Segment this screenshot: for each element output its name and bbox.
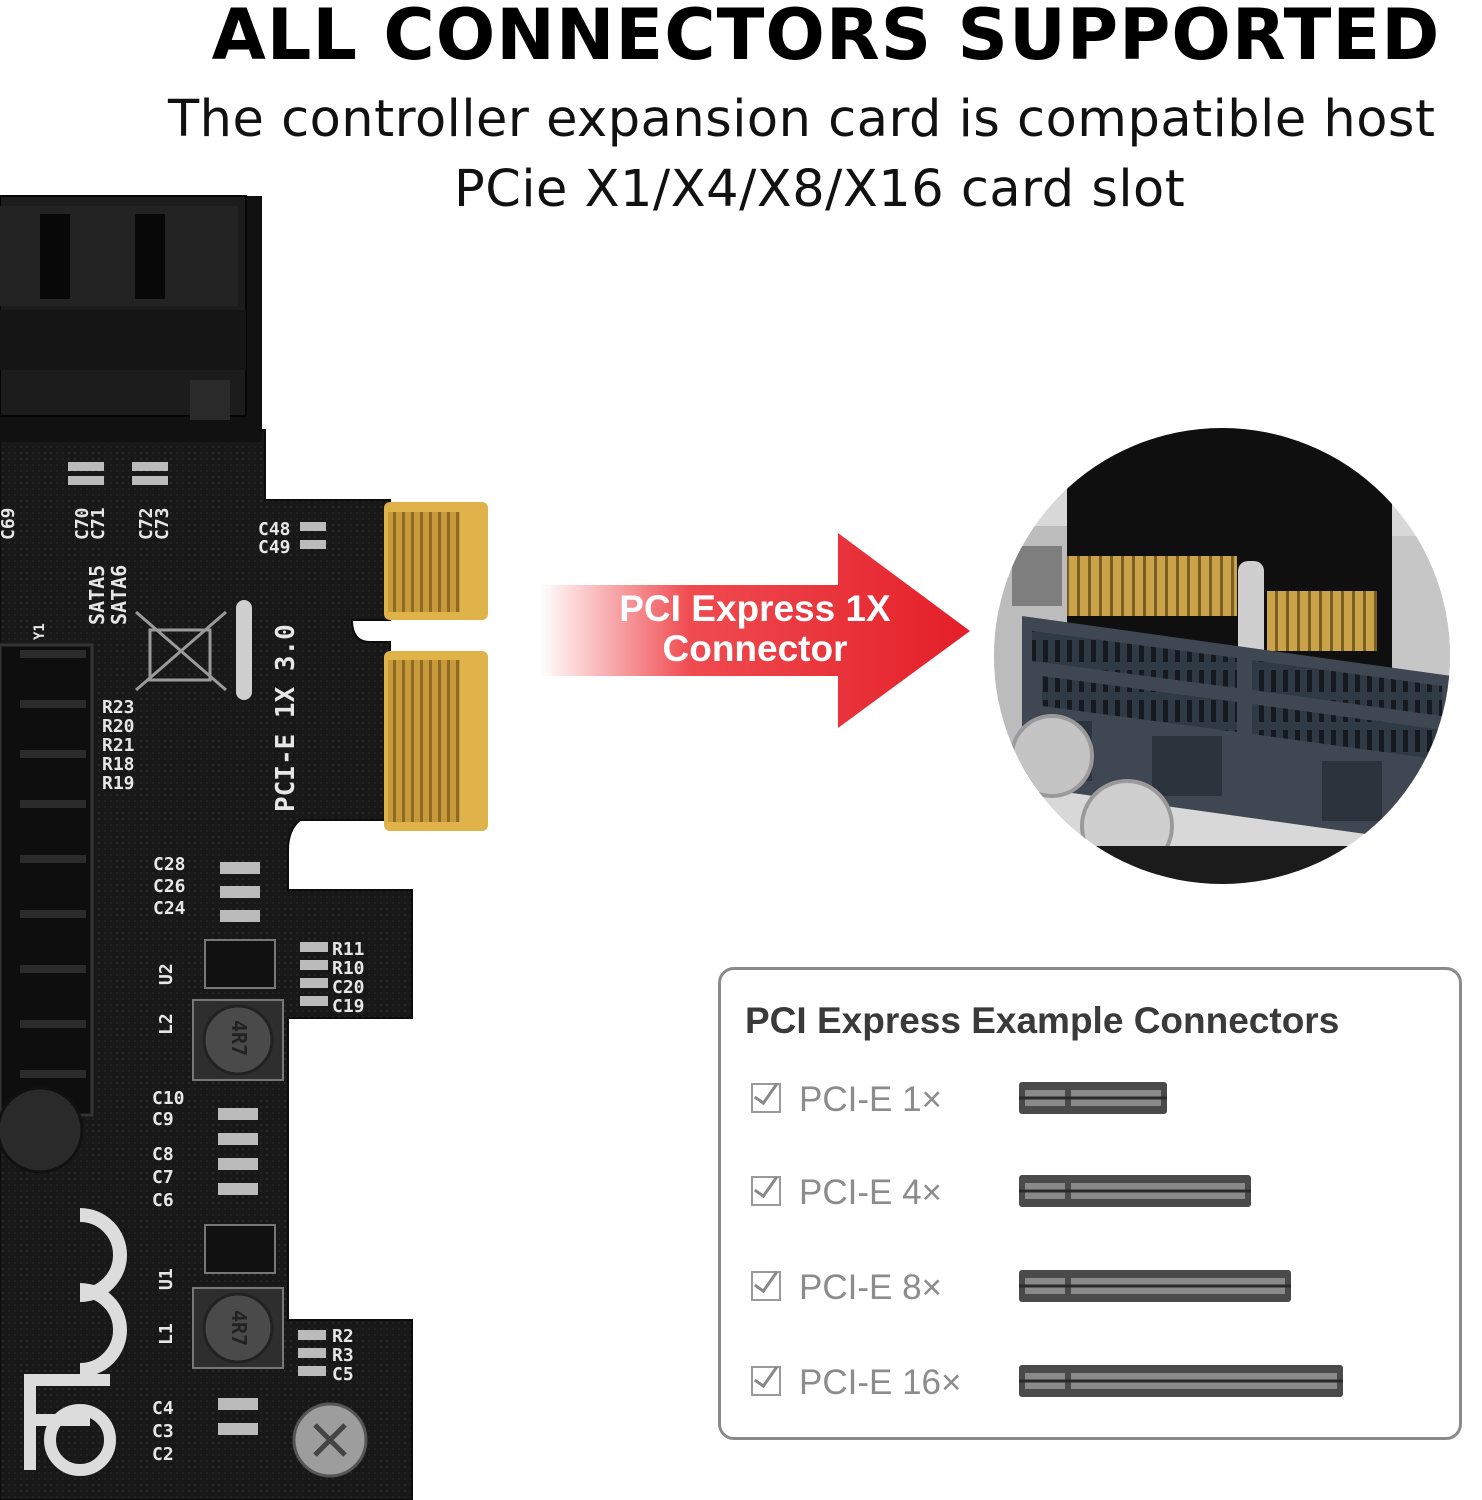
inductor-l2 — [192, 999, 284, 1081]
label-c20: C20 — [332, 977, 365, 998]
example-row-16x: PCI-E 16× — [751, 1358, 1431, 1408]
label-r19: R19 — [102, 773, 135, 794]
label-c49: C49 — [258, 537, 291, 558]
checkbox-checked-icon — [751, 1271, 781, 1301]
label-c5: C5 — [332, 1364, 354, 1385]
standoff-icon — [0, 1086, 84, 1174]
pcie-16x-slot-icon — [1019, 1365, 1343, 1397]
label-c24: C24 — [153, 898, 186, 919]
label-c4: C4 — [152, 1398, 174, 1419]
example-row-8x: PCI-E 8× — [751, 1263, 1431, 1313]
example-label: PCI-E 4× — [799, 1173, 942, 1212]
example-connectors-panel: PCI Express Example Connectors PCI-E 1× … — [718, 967, 1462, 1440]
subtitle-line-2: PCie X1/X4/X8/X16 card slot — [454, 160, 1186, 219]
label-r11: R11 — [332, 939, 365, 960]
pcie-1x-slot-icon — [1019, 1082, 1167, 1114]
label-c9: C9 — [152, 1109, 174, 1130]
label-c71: C71 — [88, 507, 109, 540]
label-c2: C2 — [152, 1444, 174, 1465]
label-c3: C3 — [152, 1421, 174, 1442]
label-r23: R23 — [102, 697, 135, 718]
label-inductor-l2: 4R7 — [227, 1020, 251, 1056]
checkbox-checked-icon — [751, 1083, 781, 1113]
label-c8: C8 — [152, 1144, 174, 1165]
headline: ALL CONNECTORS SUPPORTED — [211, 0, 1441, 76]
controller-chip — [0, 643, 94, 1117]
label-c28: C28 — [153, 854, 186, 875]
label-y1: Y1 — [32, 623, 48, 640]
label-c72: C72 — [136, 507, 157, 540]
sata-connector — [0, 195, 262, 442]
arrow-caption-line-2: Connector — [662, 628, 848, 669]
arrow-caption: PCI Express 1X Connector — [610, 589, 900, 669]
label-c6: C6 — [152, 1190, 174, 1211]
screw-icon — [292, 1402, 368, 1478]
label-c73: C73 — [152, 507, 173, 540]
label-c26: C26 — [153, 876, 186, 897]
example-connectors-title: PCI Express Example Connectors — [745, 1000, 1340, 1041]
arrow-caption-line-1: PCI Express 1X — [619, 588, 891, 629]
checkbox-checked-icon — [751, 1176, 781, 1206]
checkbox-checked-icon — [751, 1366, 781, 1396]
label-sata5: SATA5 — [85, 565, 109, 625]
label-r21: R21 — [102, 735, 135, 756]
label-sata6: SATA6 — [107, 565, 131, 625]
label-c7: C7 — [152, 1167, 174, 1188]
ce-mark-icon — [79, 1208, 127, 1377]
pcie-8x-slot-icon — [1019, 1270, 1291, 1302]
label-r18: R18 — [102, 754, 135, 775]
label-pcie-mark: PCI-E 1X 3.0 — [271, 624, 301, 812]
label-c19: C19 — [332, 996, 365, 1017]
example-label: PCI-E 8× — [799, 1268, 942, 1307]
slot-closeup-photo — [994, 428, 1450, 884]
label-l1: L1 — [156, 1323, 177, 1345]
label-u2: U2 — [156, 963, 177, 985]
weee-icon — [135, 610, 227, 692]
fc-mark-icon — [24, 1374, 116, 1476]
pcie-card-illustration: C69 C70 C71 C72 C73 C48 C49 SATA5 SATA6 … — [0, 195, 488, 1500]
label-c10: C10 — [152, 1088, 185, 1109]
label-l2: L2 — [156, 1013, 177, 1035]
inductor-l1 — [192, 1287, 284, 1369]
label-inductor-l1: 4R7 — [227, 1310, 251, 1346]
example-label: PCI-E 16× — [799, 1363, 962, 1402]
subtitle-line-1: The controller expansion card is compati… — [168, 90, 1436, 149]
label-c48: C48 — [258, 519, 291, 540]
label-r10: R10 — [332, 958, 365, 979]
arrow-right-icon — [540, 533, 970, 728]
pcie-4x-slot-icon — [1019, 1175, 1251, 1207]
example-label: PCI-E 1× — [799, 1080, 942, 1119]
example-row-4x: PCI-E 4× — [751, 1168, 1431, 1218]
label-r3: R3 — [332, 1345, 354, 1366]
label-r2: R2 — [332, 1326, 354, 1347]
example-row-1x: PCI-E 1× — [751, 1075, 1431, 1125]
red-arrow: PCI Express 1X Connector — [540, 533, 970, 728]
label-r20: R20 — [102, 716, 135, 737]
label-c70: C70 — [72, 507, 93, 540]
label-u1: U1 — [156, 1268, 177, 1290]
label-c69: C69 — [0, 507, 19, 540]
